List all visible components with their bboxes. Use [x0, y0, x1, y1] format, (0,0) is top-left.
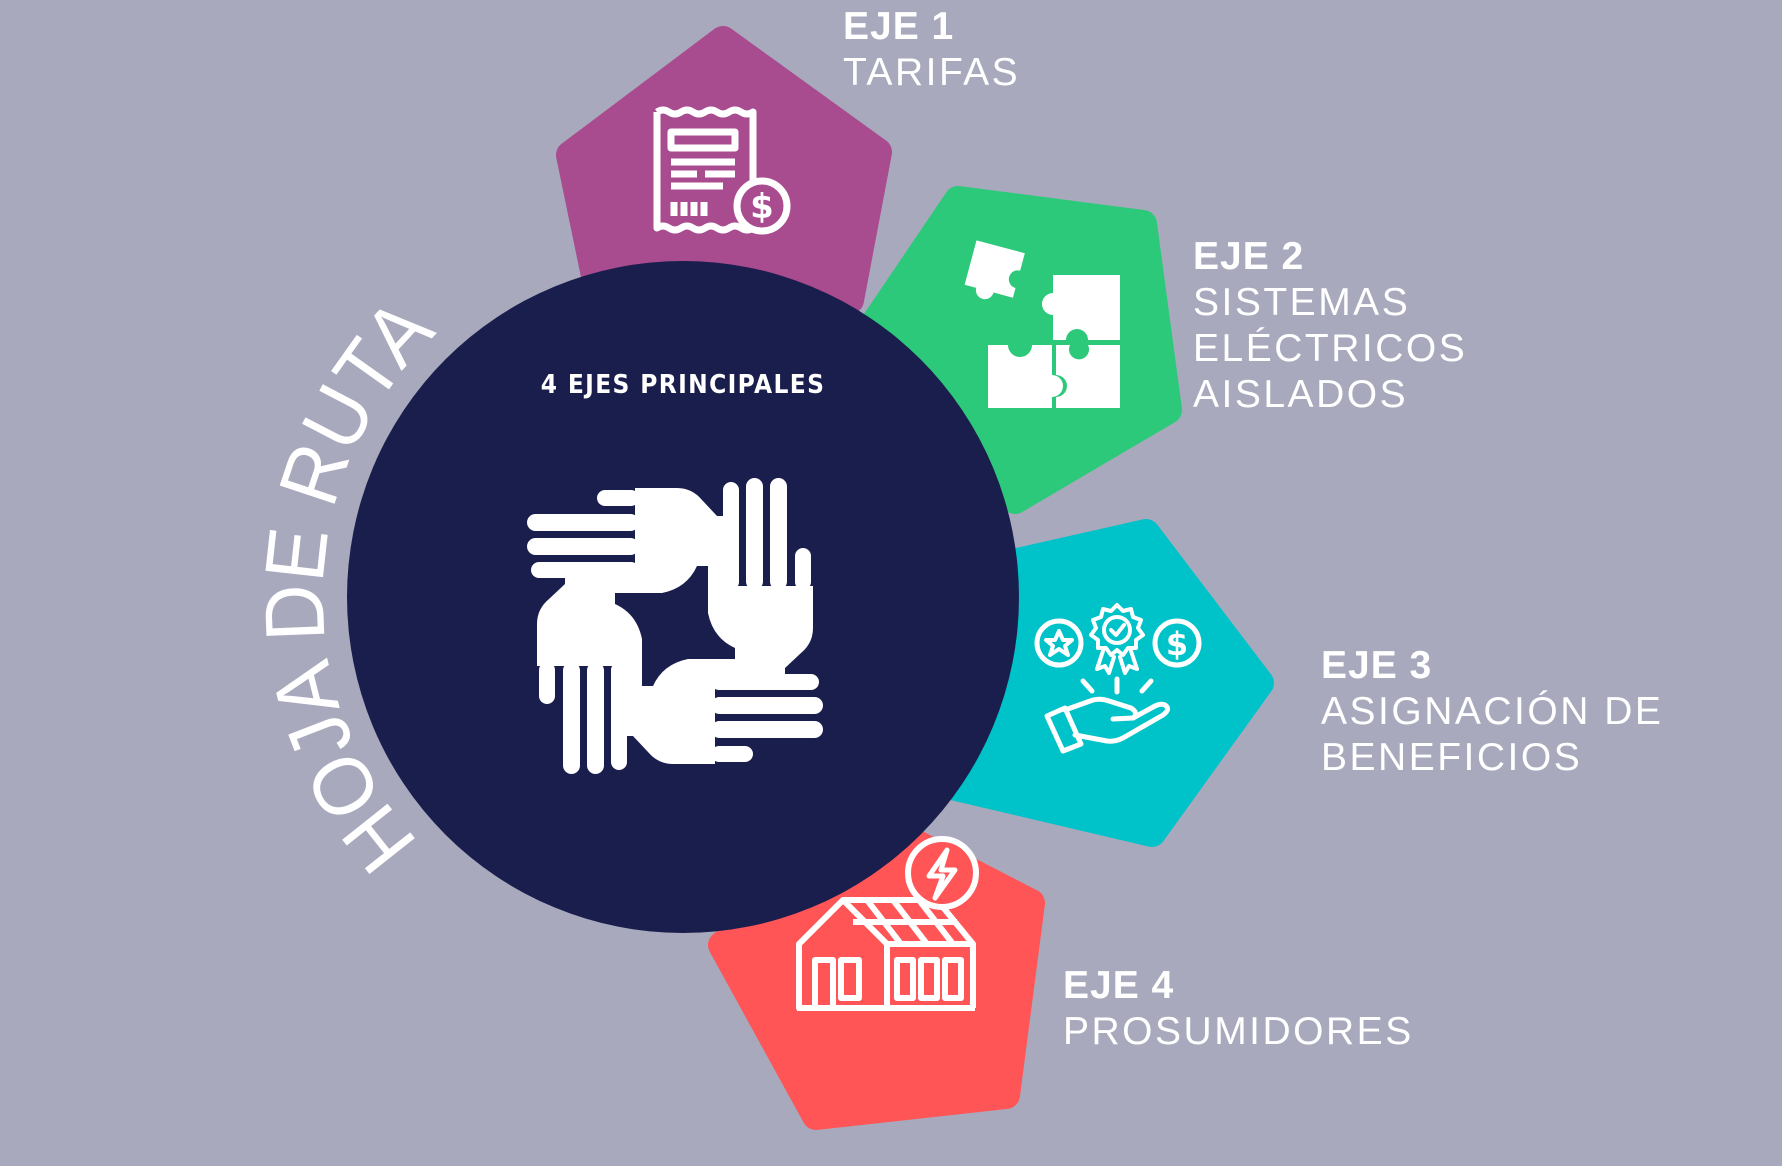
- eje3-line-2: BENEFICIOS: [1321, 736, 1583, 779]
- solar-house-energy-icon: [796, 836, 979, 1011]
- eje1-line-1: TARIFAS: [843, 51, 1021, 94]
- hand-benefits-award-icon: $: [1034, 603, 1202, 754]
- eje2-title: EJE 2: [1193, 235, 1305, 278]
- eje2-line-3: AISLADOS: [1193, 373, 1409, 416]
- svg-text:$: $: [1166, 625, 1188, 663]
- eje1-title: EJE 1: [843, 5, 955, 48]
- receipt-dollar-icon: $: [653, 106, 791, 235]
- eje3-line-1: ASIGNACIÓN DE: [1321, 690, 1664, 733]
- eje4-title: EJE 4: [1063, 964, 1175, 1007]
- eje3-label: EJE 3 ASIGNACIÓN DE BENEFICIOS: [1321, 643, 1663, 781]
- center-circle: [347, 261, 1019, 933]
- eje1-pentagon: [556, 26, 892, 314]
- eje4-line-1: PROSUMIDORES: [1063, 1010, 1414, 1053]
- eje2-label: EJE 2 SISTEMAS ELÉCTRICOS AISLADOS: [1193, 234, 1467, 418]
- center-title: 4 EJES PRINCIPALES: [540, 370, 826, 400]
- eje2-line-2: ELÉCTRICOS: [1193, 327, 1468, 370]
- puzzle-pieces-icon: [964, 240, 1120, 408]
- svg-text:$: $: [750, 187, 774, 227]
- eje1-label: EJE 1 TARIFAS: [843, 4, 1020, 96]
- eje4-label: EJE 4 PROSUMIDORES: [1063, 963, 1414, 1055]
- eje3-title: EJE 3: [1321, 644, 1433, 687]
- eje2-line-1: SISTEMAS: [1193, 281, 1411, 324]
